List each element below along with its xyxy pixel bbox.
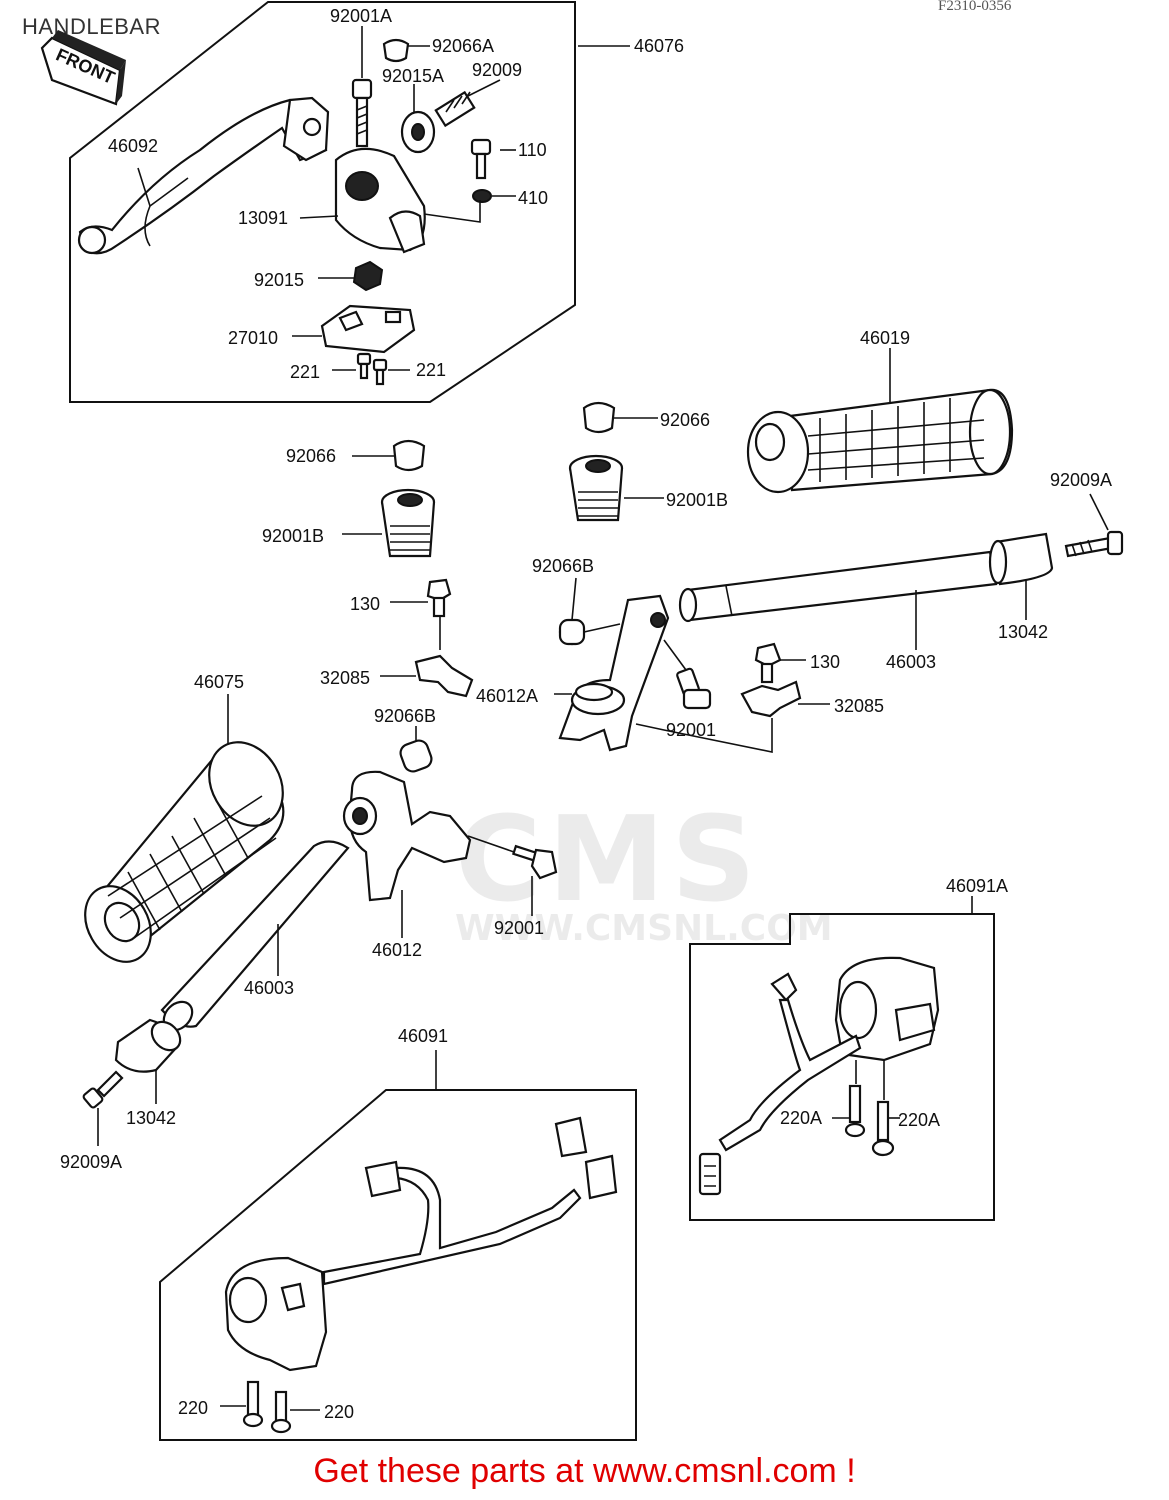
callout-46091: 46091 [398,1026,448,1046]
callout-46075: 46075 [194,672,244,692]
callout-221-left: 221 [290,362,320,382]
callout-92066B-left: 92066B [374,706,436,726]
callout-32085-left: 32085 [320,668,370,688]
callout-92066-left: 92066 [286,446,336,466]
callout-46003-right: 46003 [886,652,936,672]
callout-27010: 27010 [228,328,278,348]
callout-92009A-right: 92009A [1050,470,1112,490]
callout-92001B-left: 92001B [262,526,324,546]
callout-labels: 92001A 92066A 92015A 92009 46076 46092 1… [60,6,1112,1422]
screw-220-left-part [242,1380,264,1428]
clip-32085-right-part [740,680,802,718]
screw-221-right-part [372,358,388,386]
grip-46075-part [84,741,285,963]
callout-92066-right: 92066 [660,410,710,430]
nut-92015-part [352,260,384,292]
screw-221-left-part [356,352,372,380]
screw-110-part [470,138,492,180]
screw-220-right-part [270,1390,292,1434]
page-title: HANDLEBAR [22,14,161,39]
front-arrow-icon: FRONT [40,30,126,106]
bolt-92001-left-part [512,844,558,880]
callout-46091A: 46091A [946,876,1008,896]
bar-end-13042-right-part [988,532,1054,586]
promo-link[interactable]: Get these parts at www.cmsnl.com ! [313,1452,856,1490]
callout-220-right: 220 [324,1402,354,1422]
callout-410: 410 [518,188,548,208]
plug-92001B-left-part [380,488,436,558]
diagram-reference-code: F2310-0356 [938,0,1012,14]
watermark-brand: CMS [455,790,763,928]
callout-46012: 46012 [372,940,422,960]
callout-46019: 46019 [860,328,910,348]
callout-92001-left: 92001 [494,918,544,938]
callout-13091: 13091 [238,208,288,228]
callout-92015: 92015 [254,270,304,290]
lever-bracket-13091-part [334,147,426,254]
callout-92066A: 92066A [432,36,494,56]
callout-46003-left: 46003 [244,978,294,998]
plug-92001B-right-part [568,454,624,522]
holder-46012-part [342,770,472,902]
callout-32085-right: 32085 [834,696,884,716]
bolt-92001-right-part [676,667,712,710]
callout-46012A: 46012A [476,686,538,706]
callout-130-right: 130 [810,652,840,672]
callout-130-left: 130 [350,594,380,614]
callout-92001-right: 92001 [666,720,716,740]
callout-13042-right: 13042 [998,622,1048,642]
washer-410-part [472,189,492,203]
callout-110: 110 [518,140,547,160]
cap-92066-left-part [392,439,426,472]
handlebar-46003-left-part [160,840,350,1032]
bar-end-13042-left-part [114,1018,182,1073]
cap-92066A-part [382,38,410,63]
switch-27010-part [320,304,416,354]
holder-46012A-part [558,594,670,752]
callout-92066B-right: 92066B [532,556,594,576]
connector-46091A-part [698,1152,722,1196]
grommet-92066B-right-part [558,618,586,646]
callout-13042-left: 13042 [126,1108,176,1128]
switch-housing-46091A-part [770,956,940,1062]
callout-221-right: 221 [416,360,446,380]
group-outline-46076 [69,1,576,403]
clutch-lever-part [77,96,330,255]
adjuster-92009-part [434,90,476,128]
switch-housing-46091-part [224,1256,328,1372]
connector-46091-a-part [364,1160,402,1198]
group-outline-46091A [689,913,995,1221]
callout-220A-left: 220A [780,1108,822,1128]
connector-46091-b-part [554,1116,588,1158]
wire-harness-46091-part [322,1166,582,1286]
callout-46076: 46076 [634,36,684,56]
screw-220A-left-part [844,1084,866,1138]
callout-92001B-right: 92001B [666,490,728,510]
group-outline-46091 [159,1089,637,1441]
cap-92066-right-part [582,401,616,434]
callout-92009A-left: 92009A [60,1152,122,1172]
grommet-92066B-left-part [399,739,433,773]
screw-130-left-part [426,578,452,618]
bolt-92001A-part [351,78,373,148]
callout-92001A: 92001A [330,6,392,26]
bolt-92009A-left-part [82,1070,124,1109]
handlebar-46003-right-part [678,550,998,623]
wire-harness-46091A-part [718,998,862,1152]
callout-220A-right: 220A [898,1110,940,1130]
clip-32085-left-part [414,654,474,698]
bolt-92009A-right-part [1064,530,1124,558]
watermark-url: WWW.CMSNL.COM [455,908,833,949]
screw-220A-right-part [871,1100,895,1157]
callout-46092: 46092 [108,136,158,156]
connector-46091-c-part [584,1154,618,1200]
screw-130-right-part [754,642,782,684]
callout-92015A: 92015A [382,66,444,86]
collar-92015A-part [400,110,436,154]
throttle-grip-46019-part [746,388,1014,494]
callout-92009: 92009 [472,60,522,80]
callout-220-left: 220 [178,1398,208,1418]
